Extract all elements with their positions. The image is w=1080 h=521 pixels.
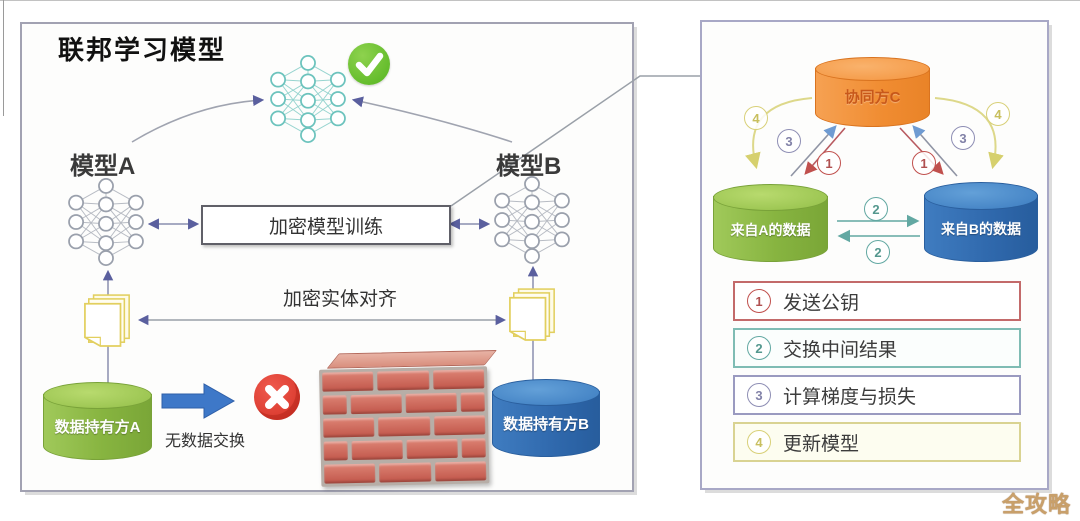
legend-step-2-badge: 2: [747, 336, 771, 360]
data-holder-a-label: 数据持有方A: [54, 419, 141, 437]
data-from-a-cylinder: 来自A的数据: [713, 184, 828, 262]
legend-step-3-label: 计算梯度与损失: [783, 386, 917, 408]
data-from-a-label: 来自A的数据: [730, 221, 811, 238]
model-a-label: 模型A: [70, 153, 136, 180]
error-cross-icon: [254, 374, 300, 420]
legend-item-update-model: 4 更新模型: [733, 422, 1021, 462]
documents-a-icon: [83, 294, 133, 350]
model-b-label: 模型B: [496, 153, 562, 180]
no-data-exchange-label: 无数据交换: [164, 433, 245, 450]
page-title: 联邦学习模型: [58, 35, 227, 65]
legend-step-1-label: 发送公钥: [783, 292, 860, 314]
step-1-badge-left: 1: [817, 151, 841, 175]
legend-item-send-public-key: 1 发送公钥: [733, 281, 1021, 321]
legend-item-exchange-intermediate-results: 2 交换中间结果: [733, 328, 1021, 368]
data-holder-b-label: 数据持有方B: [503, 416, 589, 434]
model-b-neural-network-icon: [492, 176, 572, 264]
watermark: 全攻略: [1002, 492, 1072, 517]
data-from-b-cylinder: 来自B的数据: [924, 182, 1038, 262]
entity-alignment-label: 加密实体对齐: [282, 289, 397, 310]
data-holder-a-cylinder: 数据持有方A: [43, 382, 152, 460]
legend-item-compute-gradient-loss: 3 计算梯度与损失: [733, 375, 1021, 415]
legend-step-1-badge: 1: [747, 289, 771, 313]
top-hairline: [0, 0, 1080, 1]
firewall-brick-wall: [318, 350, 497, 487]
step-4-badge-left: 4: [744, 106, 768, 130]
global-model-neural-network-icon: [268, 55, 348, 143]
step-2-badge-bottom: 2: [866, 240, 890, 264]
right-arrow-icon: [161, 383, 236, 419]
step-4-badge-right: 4: [986, 102, 1010, 126]
model-a-neural-network-icon: [66, 178, 146, 266]
legend-step-3-badge: 3: [747, 383, 771, 407]
step-1-badge-right: 1: [912, 151, 936, 175]
step-2-badge-top: 2: [864, 197, 888, 221]
legend-step-4-badge: 4: [747, 430, 771, 454]
data-holder-b-cylinder: 数据持有方B: [492, 379, 600, 457]
data-from-b-label: 来自B的数据: [940, 220, 1022, 237]
encrypted-training-box: 加密模型训练: [201, 205, 451, 245]
step-3-badge-left: 3: [777, 129, 801, 153]
step-3-badge-right: 3: [951, 126, 975, 150]
checkmark-icon: [348, 43, 390, 85]
coordinator-c-cylinder: 协同方C: [815, 57, 930, 127]
legend-step-4-label: 更新模型: [783, 433, 860, 455]
legend-step-2-label: 交换中间结果: [783, 339, 898, 361]
coordinator-c-label: 协同方C: [844, 89, 901, 107]
left-hairline: [3, 0, 4, 116]
documents-b-icon: [508, 288, 558, 344]
